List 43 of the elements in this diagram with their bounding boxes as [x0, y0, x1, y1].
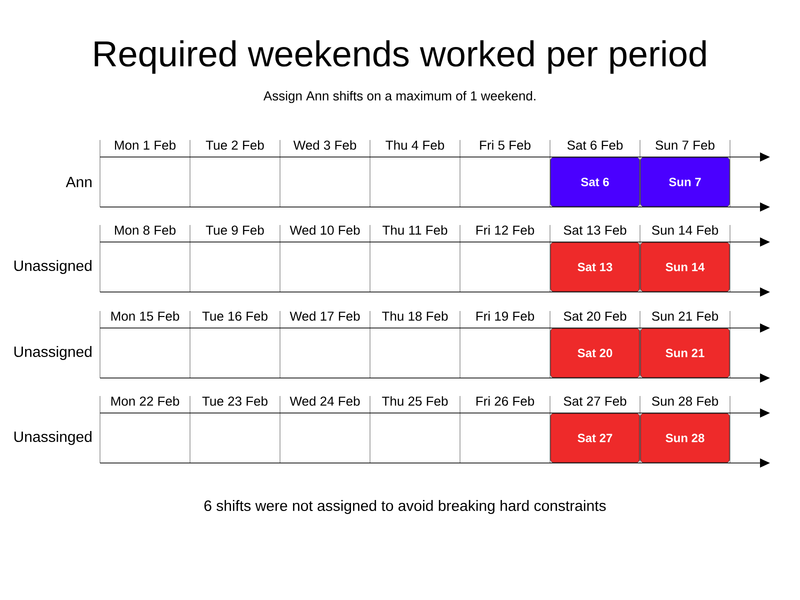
- day-header: Mon 22 Feb: [111, 396, 180, 406]
- shift-box: Sun 21: [640, 328, 730, 378]
- subtitle: Assign Ann shifts on a maximum of 1 weekend.: [263, 90, 536, 104]
- day-header: Wed 24 Feb: [290, 396, 360, 406]
- row-label: Unassigned: [14, 346, 92, 360]
- day-header: Wed 3 Feb: [293, 140, 356, 150]
- day-header: Thu 18 Feb: [382, 311, 448, 321]
- shift-box: Sun 7: [640, 157, 730, 207]
- day-header: Wed 10 Feb: [290, 225, 360, 235]
- shift-box: Sat 20: [550, 328, 640, 378]
- row-label: Ann: [66, 176, 92, 188]
- day-header: Wed 17 Feb: [290, 311, 360, 321]
- caption: 6 shifts were not assigned to avoid breaking hard constraints: [204, 500, 606, 514]
- day-header: Sat 13 Feb: [564, 225, 626, 235]
- day-header: Thu 4 Feb: [386, 140, 444, 150]
- shift-box: Sat 6: [550, 157, 640, 207]
- shift-box: Sun 14: [640, 242, 730, 292]
- day-header: Sat 27 Feb: [564, 396, 626, 406]
- title: Required weekends worked per period: [94, 40, 706, 74]
- row-label: Unassinged: [14, 431, 92, 445]
- day-header: Thu 25 Feb: [382, 396, 448, 406]
- day-header: Sat 6 Feb: [567, 140, 623, 150]
- row-label: Unassigned: [14, 260, 92, 274]
- day-header: Mon 15 Feb: [111, 311, 180, 321]
- day-header: Sun 28 Feb: [652, 396, 718, 406]
- day-header: Sat 20 Feb: [564, 311, 626, 321]
- day-header: Fri 12 Feb: [476, 225, 534, 235]
- day-header: Thu 11 Feb: [382, 225, 448, 235]
- day-header: Tue 23 Feb: [202, 396, 268, 406]
- day-header: Sun 14 Feb: [652, 225, 718, 235]
- day-header: Fri 26 Feb: [476, 396, 534, 406]
- day-header: Sun 7 Feb: [656, 140, 714, 150]
- shift-box: Sat 13: [550, 242, 640, 292]
- day-header: Fri 19 Feb: [476, 311, 534, 321]
- day-header: Tue 9 Feb: [206, 225, 264, 235]
- day-header: Mon 8 Feb: [115, 225, 176, 235]
- day-header: Mon 1 Feb: [115, 140, 176, 150]
- shift-box: Sat 27: [550, 413, 640, 463]
- day-header: Tue 16 Feb: [202, 311, 268, 321]
- day-header: Fri 5 Feb: [480, 140, 530, 150]
- day-header: Tue 2 Feb: [206, 140, 264, 150]
- shift-box: Sun 28: [640, 413, 730, 463]
- day-header: Sun 21 Feb: [652, 311, 718, 321]
